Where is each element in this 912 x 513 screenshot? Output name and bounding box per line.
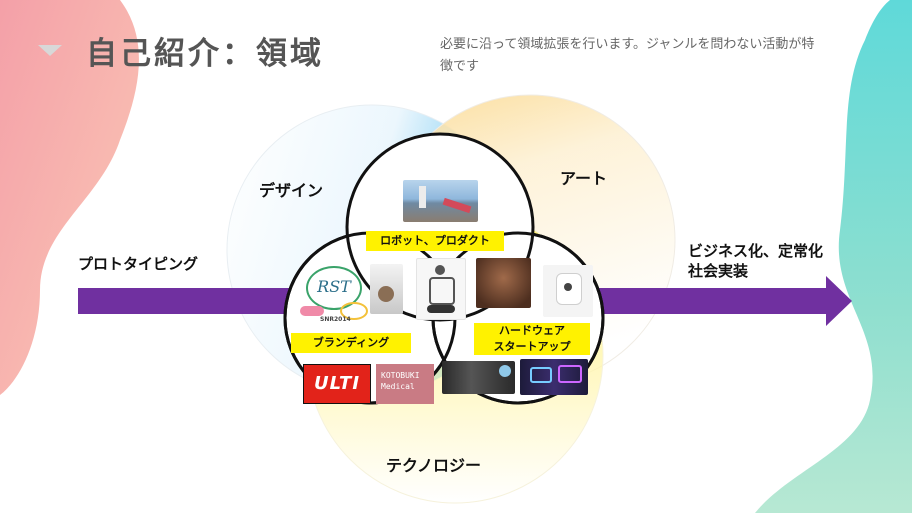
robot-head-icon — [435, 265, 445, 275]
robot-photo — [416, 258, 466, 320]
robot-body-icon — [429, 277, 455, 305]
snr-logo-text: SNR2014 — [320, 316, 351, 323]
technology-label: テクノロジー — [386, 456, 482, 475]
hardware-product-photo — [543, 265, 593, 317]
neon-sign-2-icon — [558, 365, 582, 383]
design-label: デザイン — [259, 181, 324, 200]
title-triangle-icon — [38, 45, 62, 56]
robot-base-icon — [427, 305, 455, 313]
kotobuki-line1: KOTOBUKI — [381, 371, 420, 380]
robot-beach-photo — [403, 180, 478, 222]
event-badge-icon — [499, 365, 511, 377]
robot-figure-icon — [419, 186, 426, 208]
page-title: 自己紹介：領域 — [86, 36, 324, 72]
red-object-icon — [442, 197, 472, 214]
rst-logo: RST — [306, 266, 362, 310]
left-decor-blob — [0, 0, 139, 395]
device-detail-icon — [378, 286, 394, 302]
kotobuki-logo: KOTOBUKI Medical — [376, 364, 434, 404]
device-photo-1 — [370, 264, 403, 314]
flow-end-label: ビジネス化、定常化 社会実装 — [688, 241, 823, 281]
flow-end-label-line1: ビジネス化、定常化 — [688, 242, 824, 260]
tag-hardware-startup: ハードウェア スタートアップ — [474, 323, 590, 355]
tag-hardware-line1: ハードウェア — [499, 324, 565, 337]
tag-robot-product: ロボット、プロダクト — [366, 231, 504, 251]
snr-yellow-shape-icon — [340, 302, 368, 320]
flow-start-label: プロトタイピング — [78, 255, 199, 273]
right-decor-blob — [755, 0, 912, 513]
ulti-logo: ULTI — [303, 364, 371, 404]
event-photo — [442, 361, 515, 394]
art-label: アート — [560, 169, 608, 188]
page-subtitle: 必要に沿って領域拡張を行います。ジャンルを問わない活動が特徴です — [440, 37, 815, 74]
flow-end-label-line2: 社会実装 — [688, 262, 749, 280]
snr-pink-shape-icon — [300, 306, 324, 316]
kotobuki-line2: Medical — [381, 382, 415, 391]
neon-stage-photo — [520, 359, 588, 395]
neon-sign-icon — [530, 367, 552, 383]
flow-arrow-head — [826, 276, 852, 326]
snr-logo: SNR2014 — [300, 302, 370, 326]
product-eye-icon — [564, 283, 572, 291]
tag-branding: ブランディング — [291, 333, 411, 353]
sculpture-photo — [476, 258, 531, 308]
tag-hardware-line2: スタートアップ — [493, 340, 571, 353]
